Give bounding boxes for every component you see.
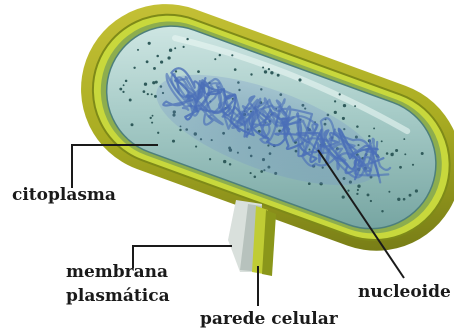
- ribosome-dot: [356, 193, 358, 195]
- ribosome-dot: [334, 100, 336, 102]
- ribosome-dot: [129, 99, 132, 102]
- ribosome-dot: [157, 132, 159, 134]
- ribosome-dot: [262, 66, 264, 68]
- ribosome-dot: [152, 81, 155, 84]
- ribosome-dot: [197, 70, 200, 73]
- ribosome-dot: [339, 93, 341, 95]
- ribosome-dot: [381, 140, 383, 142]
- ribosome-dot: [169, 49, 172, 52]
- ribosome-dot: [147, 93, 149, 95]
- ribosome-dot: [367, 193, 370, 196]
- ribosome-dot: [370, 200, 372, 202]
- ribosome-dot: [143, 90, 146, 93]
- ribosome-dot: [119, 88, 122, 91]
- label-parede-celular: parede celular: [200, 309, 338, 329]
- ribosome-dot: [160, 61, 163, 64]
- ribosome-dot: [397, 198, 400, 201]
- ribosome-dot: [186, 38, 188, 40]
- ribosome-dot: [403, 198, 406, 201]
- ribosome-dot: [152, 115, 154, 117]
- ribosome-dot: [264, 70, 267, 73]
- ribosome-dot: [373, 127, 375, 129]
- ribosome-dot: [268, 68, 270, 70]
- ribosome-dot: [368, 135, 370, 137]
- ribosome-dot: [156, 55, 159, 58]
- ribosome-dot: [153, 67, 156, 70]
- ribosome-dot: [172, 140, 175, 143]
- ribosome-dot: [395, 149, 398, 152]
- ribosome-dot: [229, 163, 231, 165]
- ribosome-dot: [298, 78, 301, 81]
- ribosome-dot: [404, 153, 406, 155]
- ribosome-dot: [342, 117, 345, 120]
- ribosome-dot: [381, 210, 383, 212]
- ribosome-dot: [403, 138, 405, 140]
- ribosome-dot: [209, 158, 211, 160]
- ribosome-dot: [137, 49, 139, 51]
- ribosome-dot: [357, 189, 359, 191]
- ribosome-dot: [270, 71, 273, 74]
- ribosome-dot: [150, 117, 152, 119]
- ribosome-dot: [214, 58, 216, 60]
- ribosome-dot: [386, 152, 389, 155]
- ribosome-dot: [308, 182, 311, 185]
- ribosome-dot: [347, 190, 349, 192]
- ribosome-dot: [254, 176, 257, 179]
- wall-cutaway: [228, 200, 276, 276]
- label-membrana-line1: membrana: [66, 262, 168, 282]
- ribosome-dot: [174, 47, 176, 49]
- ribosome-dot: [412, 164, 414, 166]
- ribosome-dot: [390, 153, 393, 156]
- ribosome-dot: [343, 104, 346, 107]
- ribosome-dot: [399, 166, 402, 169]
- ribosome-dot: [250, 73, 252, 75]
- ribosome-dot: [133, 67, 135, 69]
- label-citoplasma: citoplasma: [12, 185, 116, 205]
- label-nucleoide: nucleoide: [358, 282, 451, 302]
- ribosome-dot: [334, 111, 337, 114]
- ribosome-dot: [357, 185, 360, 188]
- ribosome-dot: [260, 170, 263, 173]
- ribosome-dot: [231, 54, 233, 56]
- ribosome-dot: [250, 172, 252, 174]
- ribosome-dot: [409, 194, 412, 197]
- ribosome-dot: [151, 93, 153, 95]
- ribosome-dot: [148, 42, 151, 45]
- ribosome-dot: [234, 68, 237, 71]
- ribosome-dot: [125, 80, 128, 83]
- ribosome-dot: [122, 91, 124, 93]
- ribosome-dot: [354, 105, 356, 107]
- ribosome-dot: [144, 83, 147, 86]
- ribosome-dot: [415, 189, 418, 192]
- ribosome-dot: [151, 122, 153, 124]
- label-membrana-line2: plasmática: [66, 286, 170, 306]
- ribosome-dot: [131, 123, 134, 126]
- ribosome-dot: [183, 46, 185, 48]
- ribosome-dot: [388, 191, 390, 193]
- ribosome-dot: [123, 84, 125, 86]
- ribosome-dot: [146, 60, 149, 63]
- ribosome-dot: [421, 152, 424, 155]
- ribosome-dot: [195, 146, 197, 148]
- ribosome-dot: [277, 74, 280, 77]
- ribosome-dot: [167, 56, 170, 59]
- ribosome-dot: [223, 160, 226, 163]
- ribosome-dot: [356, 125, 359, 128]
- ribosome-dot: [342, 196, 345, 199]
- ribosome-dot: [219, 54, 221, 56]
